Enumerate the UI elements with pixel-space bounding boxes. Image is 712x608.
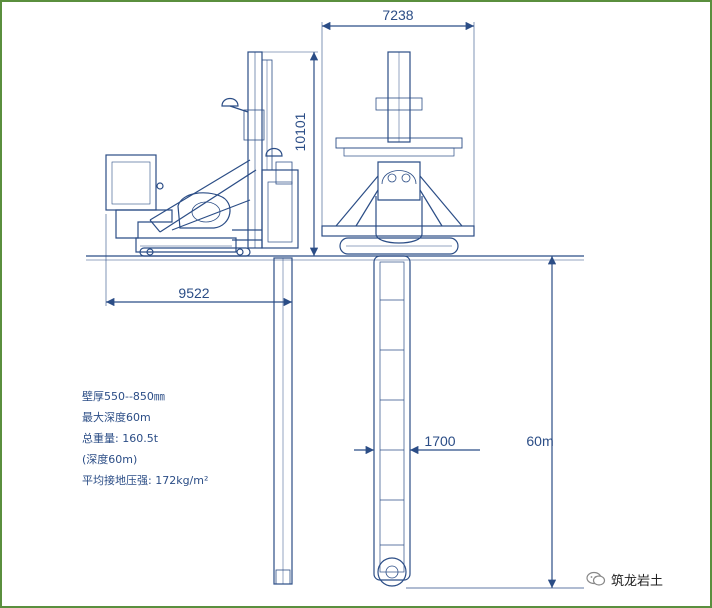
dim-depth: 60m: [526, 433, 553, 449]
spec-line-weight-note: (深度60m): [82, 453, 138, 466]
dim-mast-height: 10101: [292, 112, 308, 151]
spec-line-total-weight: 总重量: 160.5t: [82, 432, 159, 445]
front-view-machine: [321, 51, 475, 587]
diagram-lines: [86, 21, 584, 589]
side-view-machine: [105, 51, 299, 585]
spec-line-ground-pressure: 平均接地压强: 172kg/m²: [82, 474, 209, 487]
watermark: 筑龙岩土: [584, 568, 670, 590]
spec-line-max-depth: 最大深度60m: [82, 411, 151, 424]
wechat-icon: [586, 571, 606, 586]
watermark-text: 筑龙岩土: [611, 573, 664, 589]
dim-top-width: 7238: [382, 7, 413, 23]
dim-base-length: 9522: [178, 285, 209, 301]
dim-cutter-width: 1700: [424, 433, 455, 449]
front-cutter: [373, 255, 411, 581]
spec-line-wall-thickness: 壁厚550--850㎜: [82, 390, 165, 403]
